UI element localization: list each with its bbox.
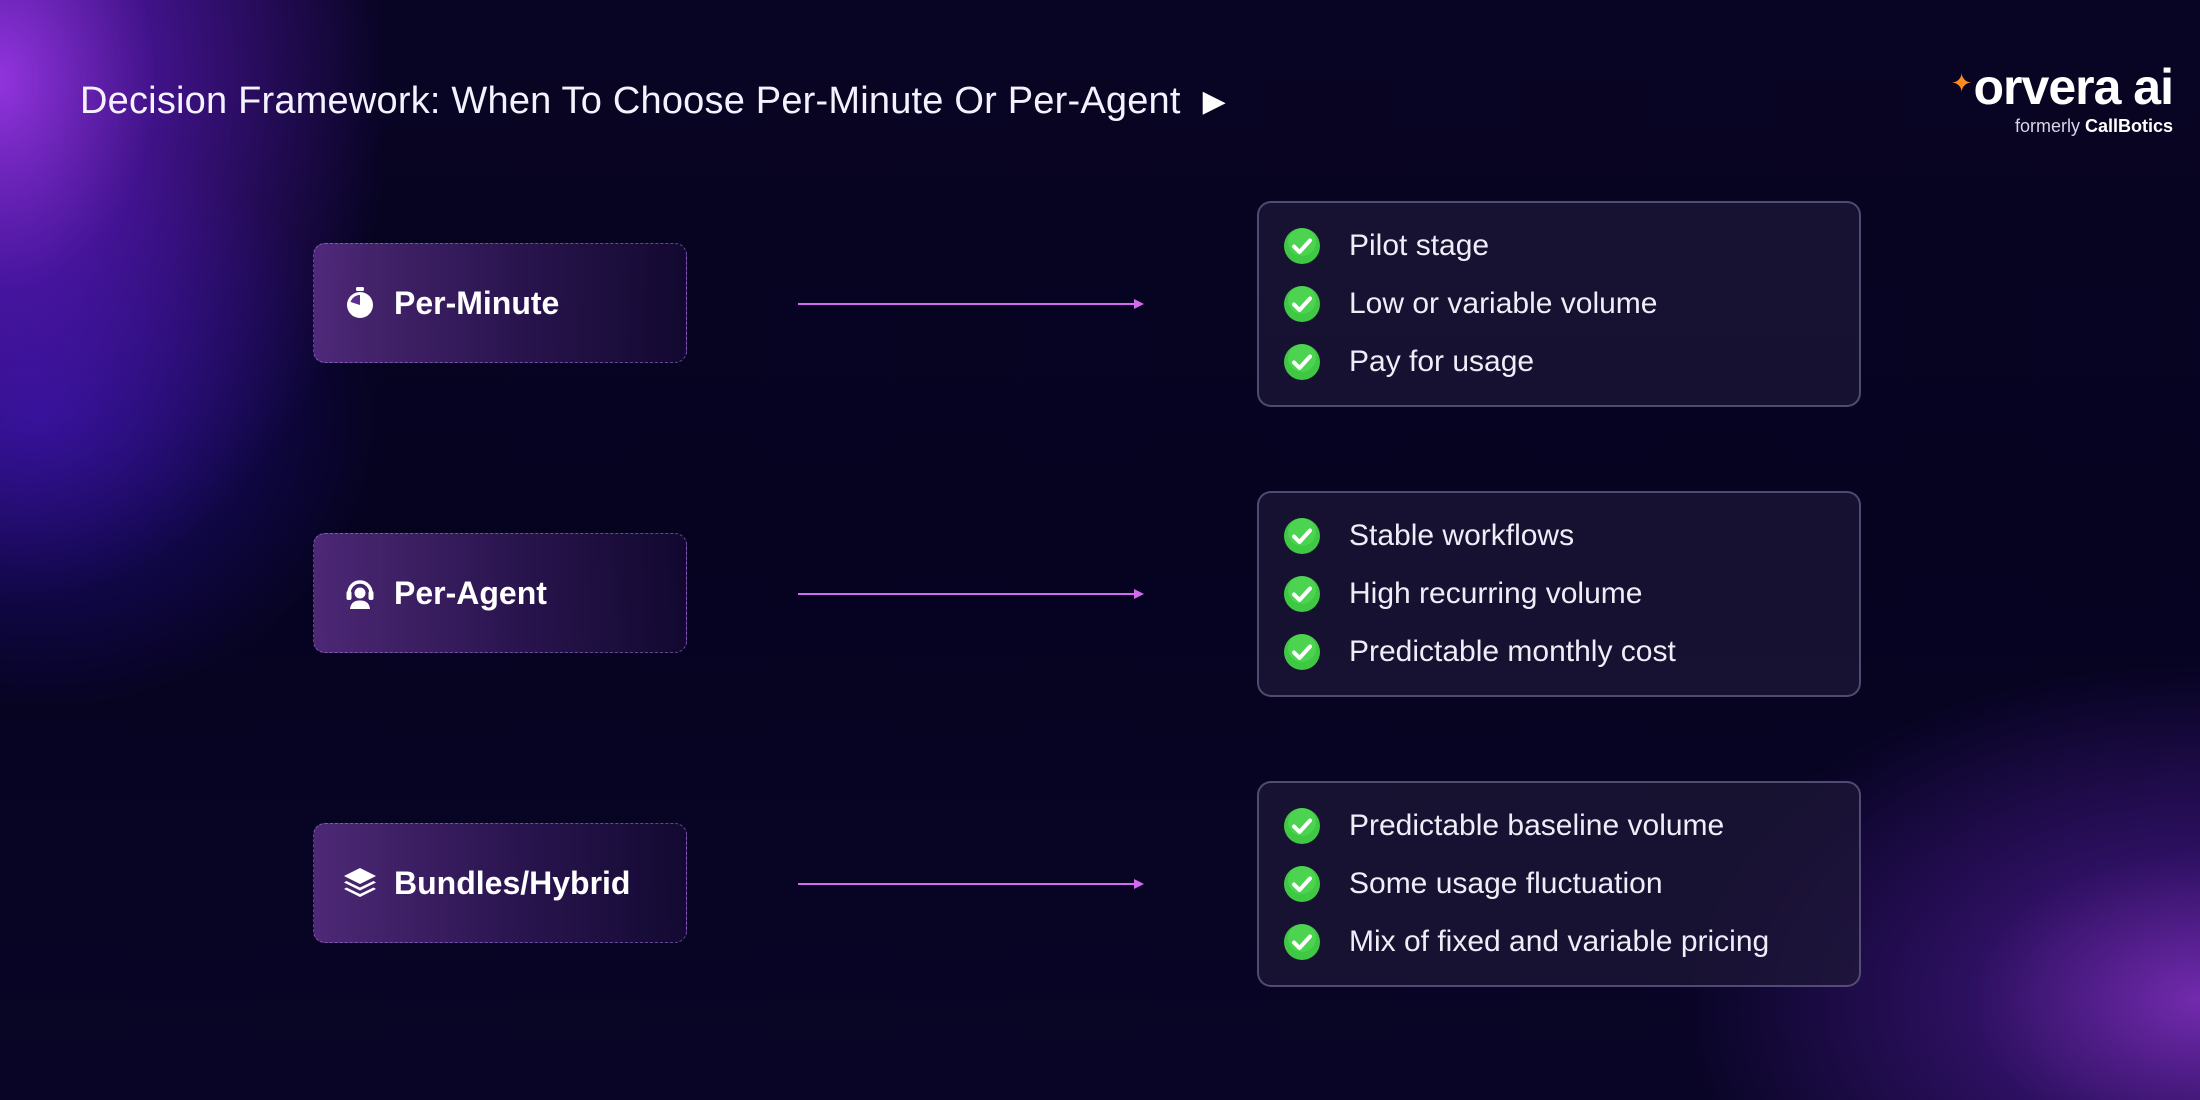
benefit-item: Pay for usage	[1283, 334, 1835, 390]
logo-wordmark: ✦orvera ai	[1950, 56, 2174, 115]
check-circle-icon	[1284, 924, 1320, 960]
check-circle-icon	[1284, 634, 1320, 670]
benefit-item: Predictable monthly cost	[1283, 624, 1835, 680]
benefit-text: Some usage fluctuation	[1349, 867, 1663, 900]
play-arrow-icon: ▶	[1202, 85, 1226, 118]
layers-icon	[342, 865, 378, 901]
spark-icon: ✦	[1950, 68, 1973, 98]
benefit-text: Low or variable volume	[1349, 287, 1658, 320]
benefit-text: Predictable baseline volume	[1349, 809, 1725, 842]
benefit-text: Predictable monthly cost	[1349, 635, 1676, 668]
option-label: Per-Minute	[394, 284, 560, 321]
benefit-item: Some usage fluctuation	[1283, 856, 1835, 912]
page-title: Decision Framework: When To Choose Per-M…	[80, 76, 1226, 127]
option-per-agent: Per-Agent	[313, 533, 687, 653]
benefits-panel-bundles-hybrid: Predictable baseline volume Some usage f…	[1257, 781, 1861, 987]
benefit-item: Low or variable volume	[1283, 276, 1835, 332]
check-circle-icon	[1284, 344, 1320, 380]
benefit-item: Mix of fixed and variable pricing	[1283, 914, 1835, 970]
option-label: Per-Agent	[394, 574, 547, 611]
benefits-panel-per-agent: Stable workflows High recurring volume P…	[1257, 491, 1861, 697]
option-per-minute: Per-Minute	[313, 243, 687, 363]
benefit-text: Mix of fixed and variable pricing	[1349, 925, 1770, 958]
option-label: Bundles/Hybrid	[394, 864, 631, 901]
benefit-text: Pay for usage	[1349, 345, 1535, 378]
benefit-item: High recurring volume	[1283, 566, 1835, 622]
headset-agent-icon	[342, 575, 378, 611]
benefit-item: Pilot stage	[1283, 218, 1835, 274]
check-circle-icon	[1284, 866, 1320, 902]
connector-arrow	[798, 879, 1144, 889]
connector-arrow	[798, 299, 1144, 309]
logo-tagline: formerly CallBotics	[1951, 114, 2173, 138]
page-title-text: Decision Framework: When To Choose Per-M…	[80, 80, 1181, 122]
brand-logo: ✦orvera ai formerly CallBotics	[1950, 56, 2174, 138]
benefit-item: Stable workflows	[1283, 508, 1835, 564]
stopwatch-icon	[342, 285, 378, 321]
logo-tagline-brand: CallBotics	[2084, 116, 2173, 136]
check-circle-icon	[1284, 576, 1320, 612]
logo-tagline-prefix: formerly	[2014, 116, 2080, 136]
check-circle-icon	[1284, 808, 1320, 844]
check-circle-icon	[1284, 286, 1320, 322]
benefit-text: Stable workflows	[1349, 519, 1575, 552]
option-bundles-hybrid: Bundles/Hybrid	[313, 823, 687, 943]
benefit-text: High recurring volume	[1349, 577, 1643, 610]
check-circle-icon	[1284, 518, 1320, 554]
check-circle-icon	[1284, 228, 1320, 264]
benefit-text: Pilot stage	[1349, 229, 1490, 262]
logo-wordmark-text: orvera ai	[1973, 59, 2174, 115]
benefit-item: Predictable baseline volume	[1283, 798, 1835, 854]
connector-arrow	[798, 589, 1144, 599]
benefits-panel-per-minute: Pilot stage Low or variable volume Pay f…	[1257, 201, 1861, 407]
